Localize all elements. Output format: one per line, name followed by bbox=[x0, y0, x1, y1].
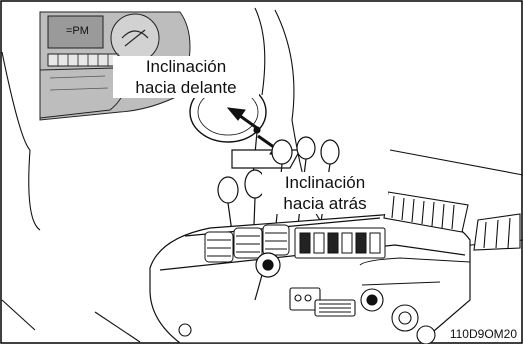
tilt-backward-label-line2: hacia atrás bbox=[283, 194, 367, 213]
svg-text:=PM: =PM bbox=[66, 25, 89, 37]
air-vent-grille bbox=[383, 191, 521, 251]
tilt-backward-label: Inclinación hacia atrás bbox=[262, 172, 388, 214]
tilt-forward-label: Inclinación hacia delante bbox=[113, 56, 259, 98]
lever-boots bbox=[204, 224, 290, 263]
tilt-forward-label-line2: hacia delante bbox=[135, 78, 237, 97]
front-panel-controls bbox=[178, 287, 436, 344]
ignition-key bbox=[254, 252, 281, 301]
tilt-forward-arrow bbox=[226, 107, 258, 130]
floor-lines bbox=[359, 257, 471, 286]
tilt-forward-label-line1: Inclinación bbox=[145, 57, 227, 76]
figure-code: 110D9OM20 bbox=[447, 327, 519, 341]
control-lever-knobs bbox=[217, 136, 340, 233]
switch-panel bbox=[294, 227, 386, 259]
tilt-backward-label-line1: Inclinación bbox=[284, 173, 366, 192]
